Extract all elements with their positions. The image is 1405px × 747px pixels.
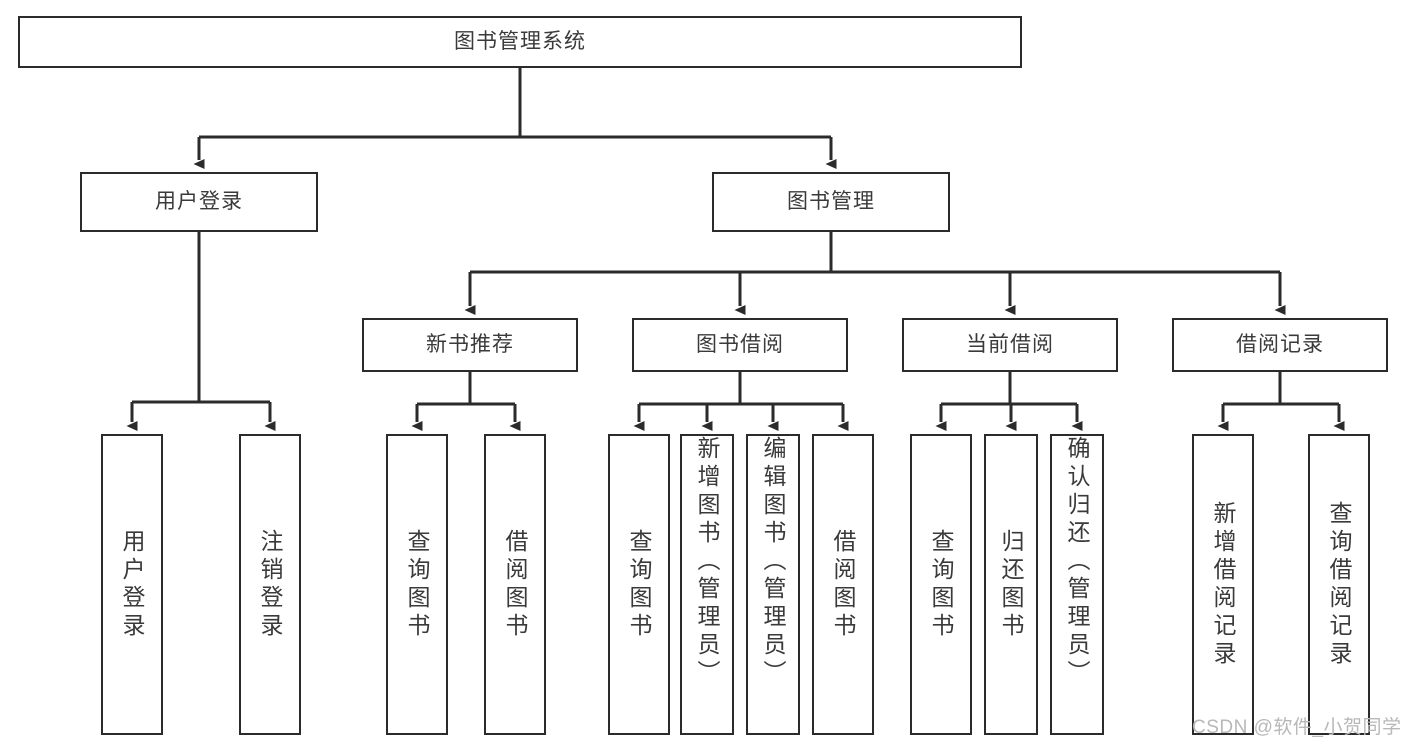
node-leaf-logout[interactable]: 注销登录 [239, 434, 301, 735]
node-leaf-return-book-label: 归还图书 [998, 528, 1025, 641]
node-user-login[interactable]: 用户登录 [80, 172, 318, 232]
node-new-book-rec[interactable]: 新书推荐 [362, 318, 578, 372]
node-new-book-rec-label: 新书推荐 [426, 333, 514, 357]
node-leaf-borrow-book-rec[interactable]: 借阅图书 [484, 434, 546, 735]
node-leaf-query-book-rec[interactable]: 查询图书 [386, 434, 448, 735]
node-leaf-query-borrow-record-label: 查询借阅记录 [1326, 500, 1353, 669]
node-current-borrow-label: 当前借阅 [966, 333, 1054, 357]
node-book-manage[interactable]: 图书管理 [712, 172, 950, 232]
node-leaf-add-book-admin-label: 新增图书（管理员） [694, 436, 721, 688]
node-leaf-query-book-3[interactable]: 查询图书 [910, 434, 972, 735]
node-leaf-confirm-return-admin[interactable]: 确认归还（管理员） [1050, 434, 1104, 735]
node-root[interactable]: 图书管理系统 [18, 16, 1022, 68]
node-root-label: 图书管理系统 [454, 30, 586, 54]
node-book-borrow-label: 图书借阅 [696, 333, 784, 357]
node-leaf-query-book-2[interactable]: 查询图书 [608, 434, 670, 735]
node-leaf-borrow-book-rec-label: 借阅图书 [502, 528, 529, 641]
node-leaf-query-borrow-record[interactable]: 查询借阅记录 [1308, 434, 1370, 735]
node-leaf-edit-book-admin-label: 编辑图书（管理员） [760, 436, 787, 688]
csdn-watermark-text: CSDN @软件_小贺同学 [1192, 717, 1402, 738]
node-leaf-confirm-return-admin-label: 确认归还（管理员） [1064, 436, 1091, 688]
node-user-login-label: 用户登录 [155, 190, 243, 214]
node-leaf-return-book[interactable]: 归还图书 [984, 434, 1038, 735]
node-leaf-add-book-admin[interactable]: 新增图书（管理员） [680, 434, 734, 735]
node-leaf-borrow-book-2-label: 借阅图书 [830, 528, 857, 641]
csdn-watermark: CSDN @软件_小贺同学 [1192, 712, 1401, 739]
node-book-borrow[interactable]: 图书借阅 [632, 318, 848, 372]
node-leaf-add-borrow-record-label: 新增借阅记录 [1210, 500, 1237, 669]
node-leaf-user-login[interactable]: 用户登录 [101, 434, 163, 735]
node-leaf-query-book-3-label: 查询图书 [928, 528, 955, 641]
node-borrow-record-label: 借阅记录 [1236, 333, 1324, 357]
node-leaf-query-book-2-label: 查询图书 [626, 528, 653, 641]
node-book-manage-label: 图书管理 [787, 190, 875, 214]
node-leaf-add-borrow-record[interactable]: 新增借阅记录 [1192, 434, 1254, 735]
node-leaf-edit-book-admin[interactable]: 编辑图书（管理员） [746, 434, 800, 735]
node-borrow-record[interactable]: 借阅记录 [1172, 318, 1388, 372]
node-leaf-user-login-label: 用户登录 [119, 528, 146, 641]
node-leaf-logout-label: 注销登录 [257, 528, 284, 641]
node-leaf-query-book-rec-label: 查询图书 [404, 528, 431, 641]
node-current-borrow[interactable]: 当前借阅 [902, 318, 1118, 372]
node-leaf-borrow-book-2[interactable]: 借阅图书 [812, 434, 874, 735]
